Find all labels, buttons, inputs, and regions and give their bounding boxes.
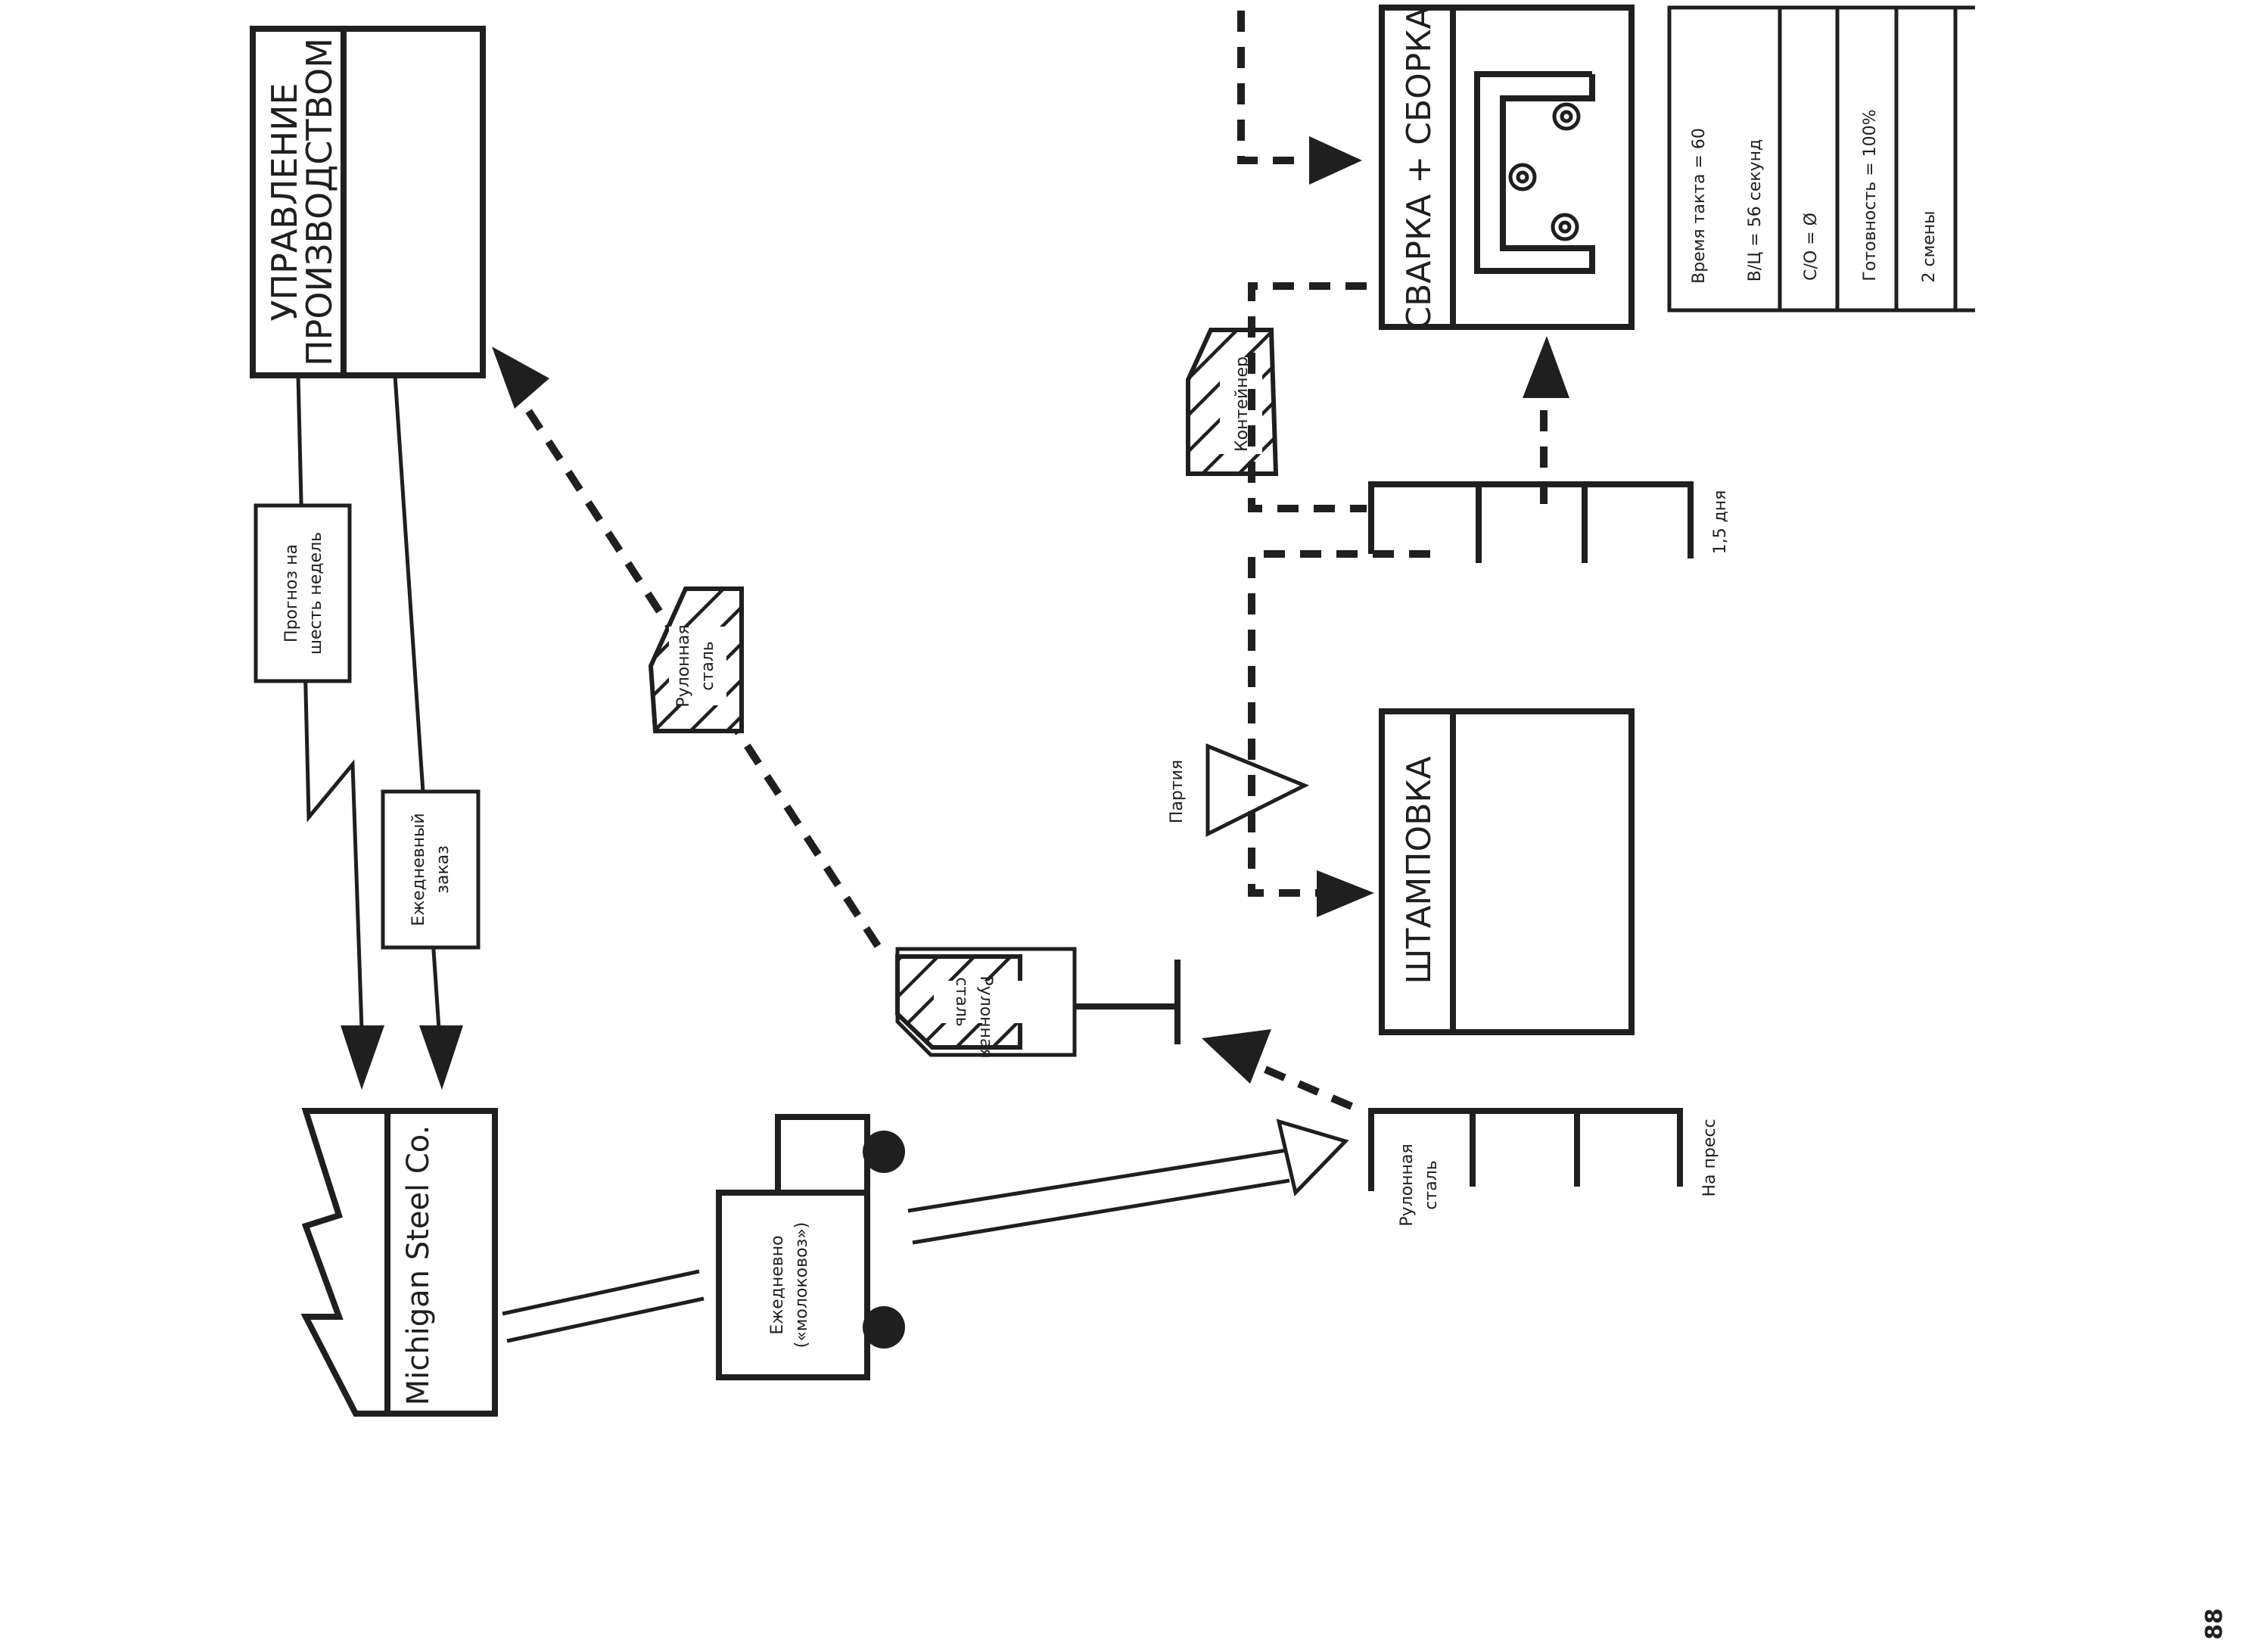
daily-order-label-line2: заказ	[434, 845, 453, 894]
page-number: 88	[2201, 1608, 2228, 1640]
supermarket-coil: Рулонная сталь На пресс	[1368, 1108, 1719, 1227]
shipment-arrow-in	[502, 1269, 705, 1343]
data-row-takt: Время такта = 60	[1690, 128, 1709, 284]
daily-order-arrow-head	[419, 1025, 463, 1090]
stamping-title: ШТАМПОВКА	[1400, 756, 1439, 984]
kanban-post	[1076, 960, 1180, 1044]
supplier-name: Michigan Steel Co.	[401, 1125, 436, 1406]
external-signal-to-welding	[1237, 11, 1362, 185]
kanban-top-label-line2: сталь	[698, 641, 717, 690]
container-loop	[1248, 282, 1367, 512]
welding-assembly-box: СВАРКА + СБОРКА	[1379, 5, 1635, 330]
data-row-changeover: C/O = Ø	[1802, 213, 1821, 281]
supermarket-mid-label: 1,5 дня	[1711, 490, 1730, 555]
kanban-signal-arrow-head	[492, 347, 549, 409]
batch-signal-loop	[1248, 550, 1430, 917]
batch-label: Партия	[1168, 760, 1187, 823]
withdrawal-arrow-head	[1202, 1029, 1271, 1084]
kanban-signal-to-control	[492, 347, 882, 948]
operator-icon-2	[1508, 163, 1537, 191]
welding-title: СВАРКА + СБОРКА	[1400, 6, 1439, 329]
supermarket-coil-right-label: На пресс	[1700, 1118, 1719, 1196]
stamping-process-box: ШТАМПОВКА	[1379, 708, 1635, 1035]
withdrawal-arrow	[1202, 1029, 1353, 1110]
data-row-shifts: 2 смены	[1920, 211, 1939, 283]
process-data-box: Время такта = 60 В/Ц = 56 секунд C/O = Ø…	[1667, 5, 1975, 313]
production-control-title-line1: УПРАВЛЕНИЕ	[264, 82, 305, 321]
kanban-top-label-line1: Рулонная	[674, 624, 693, 707]
container-kanban: Контейнер	[1186, 328, 1279, 476]
production-control-box: УПРАВЛЕНИЕ ПРОИЗВОДСТВОМ	[250, 26, 486, 378]
forecast-arrow-head	[341, 1025, 384, 1090]
supermarket-mid: 1,5 дня	[1368, 481, 1730, 563]
shipment-arrow-out	[907, 1118, 1349, 1245]
truck-label-line2: («молоковоз»)	[792, 1222, 811, 1349]
truck: Ежедневно («молоковоз»)	[716, 1114, 905, 1380]
kanban-bottom: Рулонная сталь	[895, 947, 1077, 1059]
workstation-icon	[1474, 71, 1595, 274]
data-row-cycle: В/Ц = 56 секунд	[1746, 139, 1765, 282]
batch-loop-arrow-head	[1317, 870, 1374, 917]
kanban-top: Рулонная сталь	[648, 586, 744, 733]
forecast-info-flow: Прогноз на шесть недель	[254, 375, 384, 1090]
truck-wheel-bottom	[863, 1306, 905, 1349]
operator-icon-3-inner	[1558, 220, 1572, 234]
kanban-bottom-label-line2: сталь	[952, 977, 971, 1026]
supermarket-to-welding	[1523, 336, 1569, 504]
supermarket-to-welding-head	[1523, 336, 1569, 398]
supplier-factory: Michigan Steel Co.	[300, 1108, 498, 1417]
operator-icon-1	[1552, 102, 1581, 131]
operator-icon-3	[1551, 213, 1579, 241]
kanban-bottom-label-line1: Рулонная	[976, 975, 995, 1058]
batch-signal: Партия	[1168, 743, 1310, 838]
supermarket-coil-label-line2: сталь	[1422, 1160, 1441, 1209]
operator-icon-1-inner	[1560, 110, 1573, 123]
daily-order-label-line1: Ежедневный	[409, 813, 428, 926]
operator-icon-2-inner	[1516, 170, 1529, 184]
forecast-label-line1: Прогноз на	[282, 544, 301, 642]
truck-label-line1: Ежедневно	[768, 1235, 787, 1334]
supermarket-coil-label-line1: Рулонная	[1398, 1143, 1417, 1226]
forecast-label-line2: шесть недель	[306, 532, 325, 655]
data-row-uptime: Готовность = 100%	[1861, 109, 1880, 281]
shipment-arrow-head	[1276, 1118, 1349, 1197]
production-control-title-line2: ПРОИЗВОДСТВОМ	[299, 38, 340, 366]
daily-order-info-flow: Ежедневный заказ	[381, 375, 481, 1090]
external-signal-head	[1309, 136, 1362, 185]
truck-wheel-top	[863, 1131, 905, 1173]
